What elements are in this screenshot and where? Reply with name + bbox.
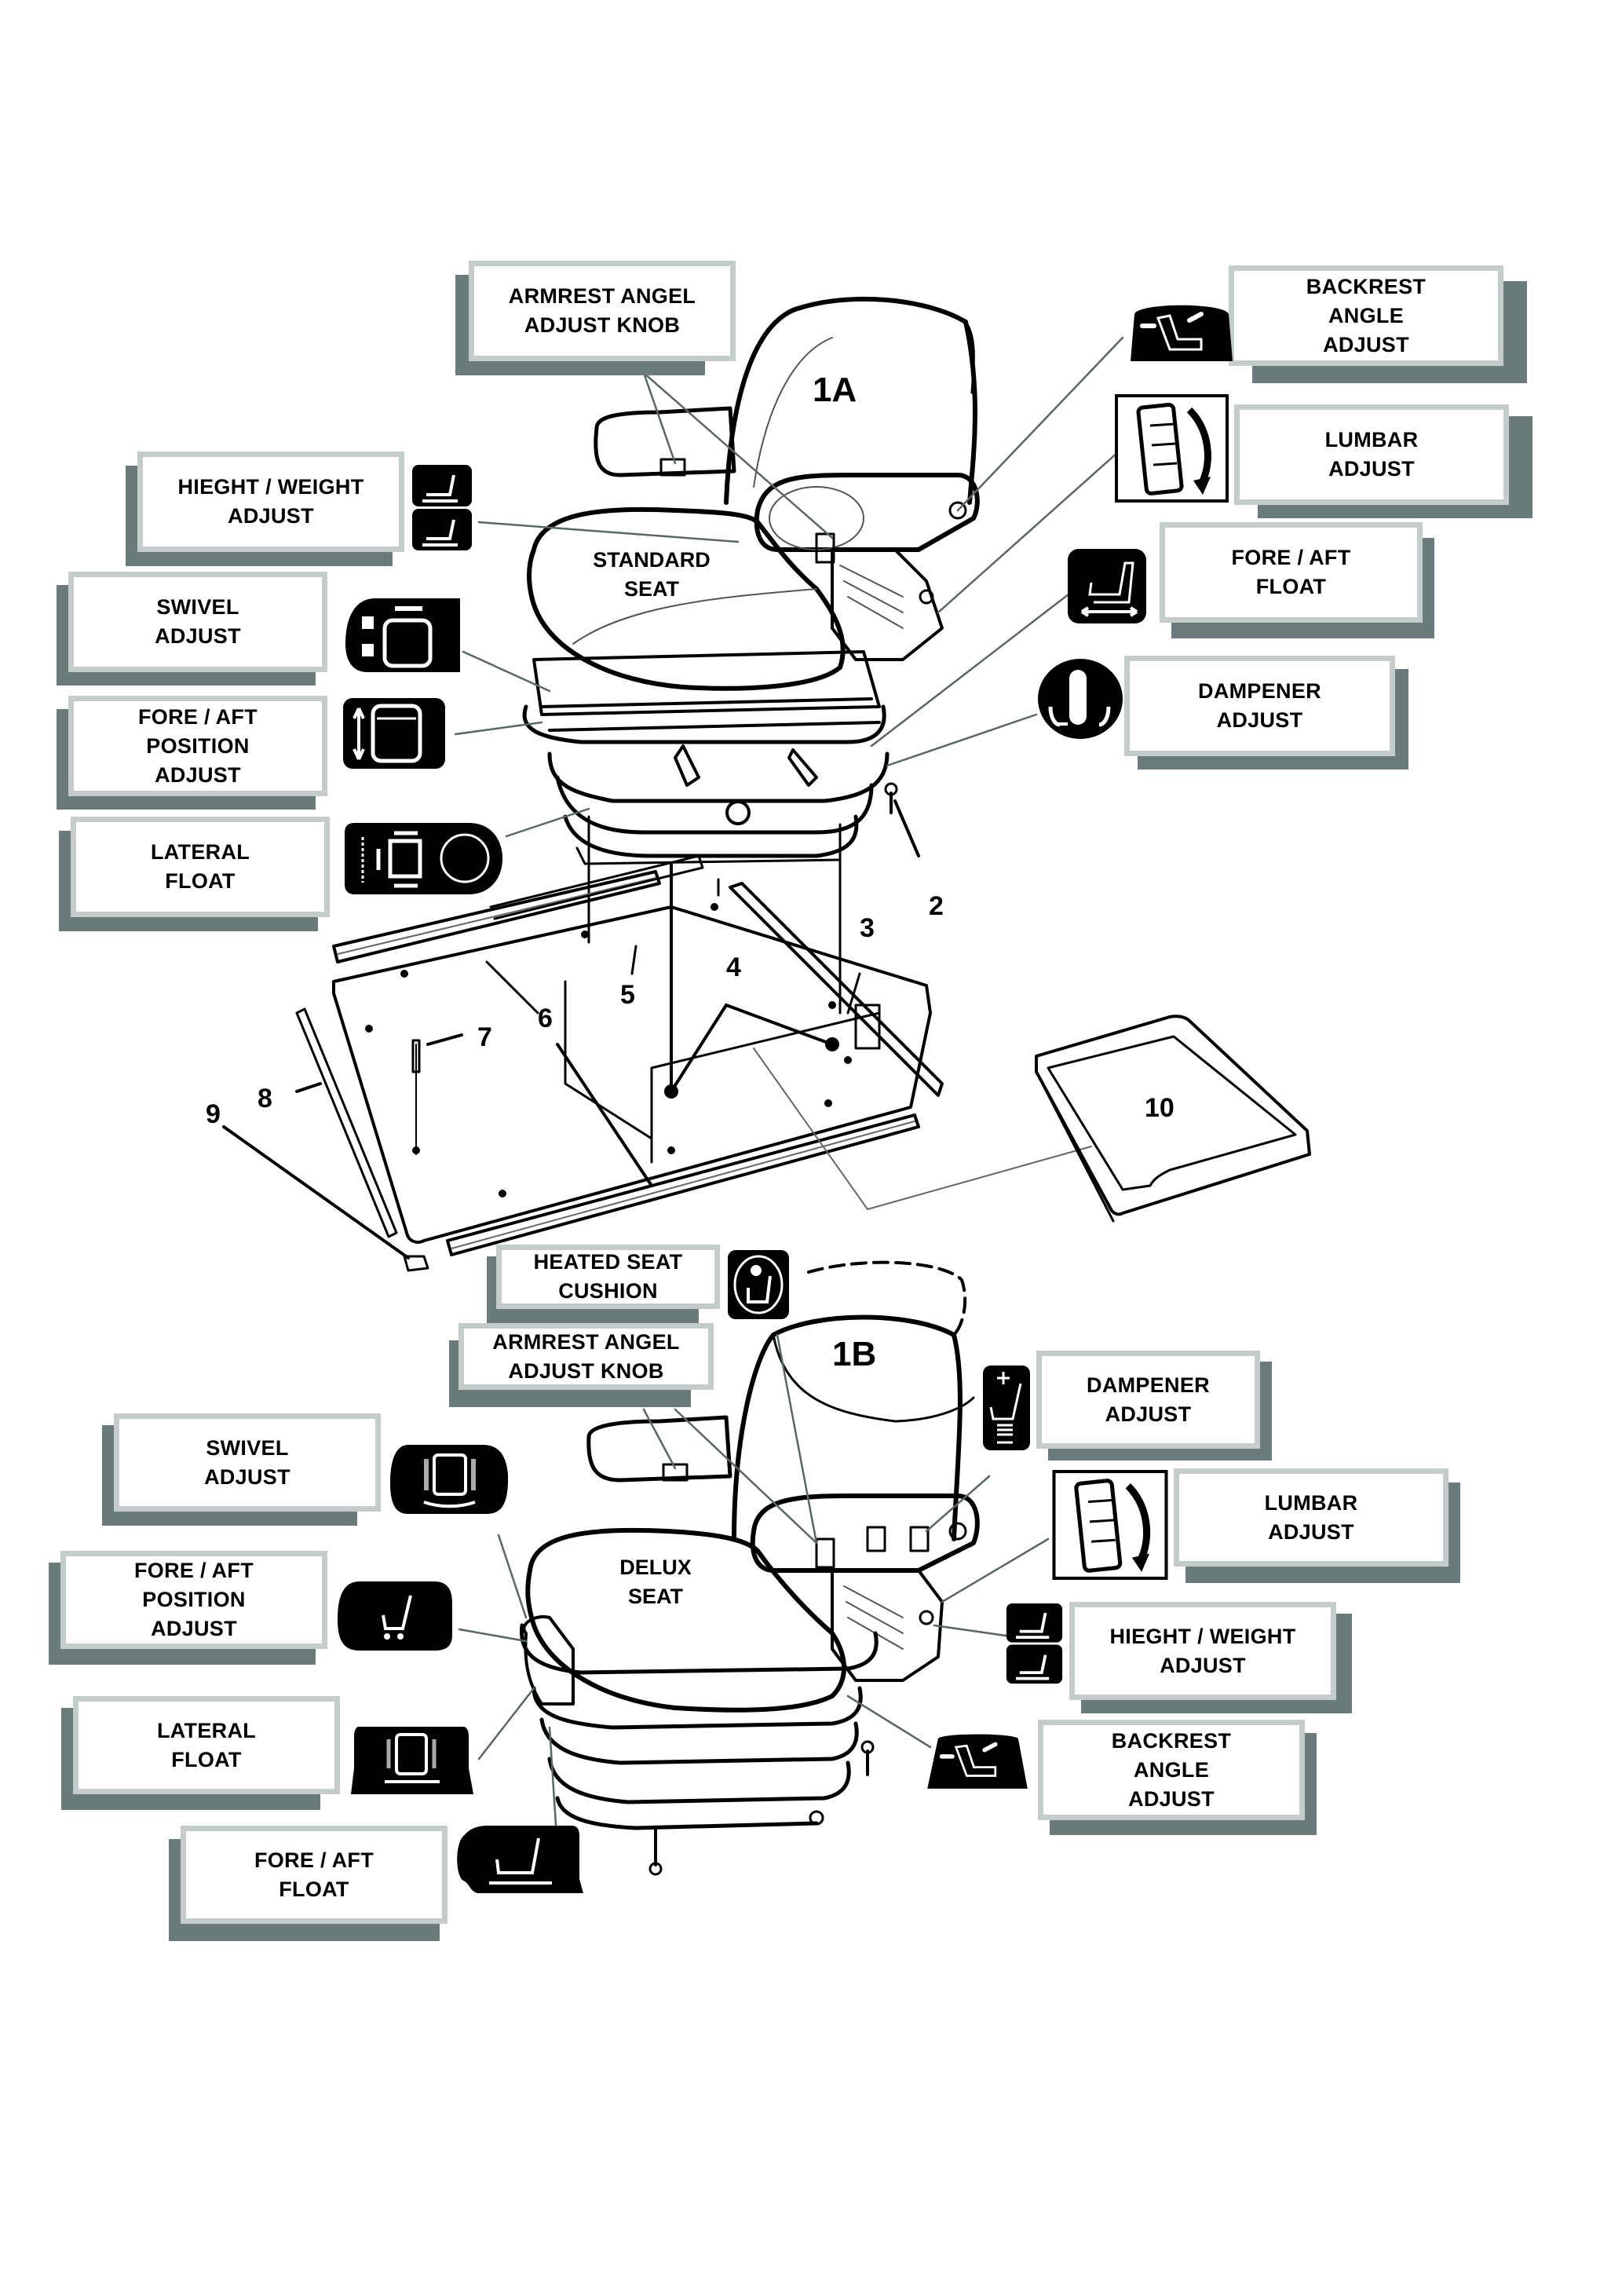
callout-1b-lateral-float: LATERAL FLOAT bbox=[61, 1696, 344, 1814]
storage-tray-drawing bbox=[1035, 1015, 1311, 1223]
swivel-seat-icon bbox=[389, 1443, 510, 1519]
mounting-plate-drawing bbox=[222, 799, 1092, 1272]
callout-label: FORE / AFT POSITION ADJUST bbox=[134, 1559, 254, 1640]
part-number-9: 9 bbox=[206, 1099, 221, 1129]
part-number-2: 2 bbox=[929, 891, 944, 921]
callout-label: BACKREST ANGLE ADJUST bbox=[1306, 274, 1427, 356]
lateral-float-icon bbox=[349, 1725, 475, 1800]
callout-1b-height-weight-adjust: HIEGHT / WEIGHT ADJUST bbox=[1069, 1602, 1368, 1720]
callout-1a-lumbar-adjust: LUMBAR ADJUST bbox=[1234, 404, 1532, 522]
seat-type-delux: DELUX SEAT bbox=[619, 1556, 692, 1608]
lumbar-knob-icon bbox=[1048, 1470, 1172, 1585]
callout-label: SWIVEL ADJUST bbox=[204, 1435, 290, 1489]
callout-label: LATERAL FLOAT bbox=[156, 1718, 257, 1771]
callout-1a-armrest-angle-adjust-knob: ARMREST ANGEL ADJUST KNOB bbox=[455, 261, 738, 377]
callout-label: DAMPENER ADJUST bbox=[1087, 1373, 1210, 1426]
callout-1b-armrest-angle-adjust-knob: ARMREST ANGEL ADJUST KNOB bbox=[449, 1323, 724, 1409]
seat-1a-drawing bbox=[522, 296, 980, 1093]
callout-1b-swivel-adjust: SWIVEL ADJUST bbox=[102, 1413, 385, 1531]
callout-label: ARMREST ANGEL ADJUST KNOB bbox=[508, 284, 696, 337]
seat-1b-drawing bbox=[519, 1260, 980, 1876]
callout-label: DAMPENER ADJUST bbox=[1198, 679, 1321, 732]
part-number-5: 5 bbox=[620, 980, 635, 1010]
callout-1a-fore-aft-float: FORE / AFT FLOAT bbox=[1160, 522, 1442, 640]
heated-seat-icon bbox=[726, 1249, 791, 1325]
callout-label: LUMBAR ADJUST bbox=[1264, 1490, 1358, 1544]
backrest-recline-icon bbox=[922, 1731, 1032, 1800]
dampener-plus-minus-icon bbox=[981, 1364, 1032, 1456]
height-weight-icon bbox=[1005, 1602, 1064, 1691]
callout-label: HEATED SEAT CUSHION bbox=[533, 1250, 683, 1303]
callout-1b-lumbar-adjust: LUMBAR ADJUST bbox=[1174, 1468, 1472, 1586]
callout-label: HIEGHT / WEIGHT ADJUST bbox=[177, 475, 364, 528]
callout-label: BACKREST ANGLE ADJUST bbox=[1111, 1728, 1232, 1811]
callout-1b-fore-aft-position-adjust: FORE / AFT POSITION ADJUST bbox=[49, 1551, 331, 1669]
fore-aft-position-icon bbox=[342, 696, 448, 775]
callout-1a-lateral-float: LATERAL FLOAT bbox=[59, 817, 342, 934]
callout-1b-heated-seat-cushion: HEATED SEAT CUSHION bbox=[487, 1245, 722, 1327]
dampener-dial-icon bbox=[1036, 658, 1124, 744]
lateral-float-icon bbox=[343, 821, 504, 900]
figure-label-1a: 1A bbox=[813, 371, 857, 409]
callout-1b-fore-aft-float: FORE / AFT FLOAT bbox=[169, 1826, 451, 1943]
callout-label: FORE / AFT FLOAT bbox=[254, 1848, 374, 1901]
callout-label: ARMREST ANGEL ADJUST KNOB bbox=[492, 1329, 680, 1383]
lumbar-knob-icon bbox=[1115, 394, 1229, 508]
callout-label: LATERAL FLOAT bbox=[150, 840, 250, 893]
fore-aft-float-icon bbox=[454, 1824, 583, 1899]
figure-label-1b: 1B bbox=[832, 1335, 877, 1373]
callout-label: FORE / AFT POSITION ADJUST bbox=[138, 704, 258, 787]
callout-1b-backrest-angle-adjust: BACKREST ANGLE ADJUST bbox=[1038, 1720, 1321, 1845]
callout-label: SWIVEL ADJUST bbox=[155, 595, 241, 648]
seat-type-standard: STANDARD SEAT bbox=[593, 548, 711, 601]
callout-1a-swivel-adjust: SWIVEL ADJUST bbox=[57, 572, 339, 689]
callout-1a-dampener-adjust: DAMPENER ADJUST bbox=[1124, 656, 1411, 773]
part-number-3: 3 bbox=[860, 913, 875, 943]
callout-1a-backrest-angle-adjust: BACKREST ANGLE ADJUST bbox=[1229, 265, 1527, 383]
height-weight-icon bbox=[411, 463, 473, 558]
fore-aft-position-icon bbox=[336, 1580, 454, 1656]
swivel-lock-icon bbox=[344, 597, 462, 678]
callout-label: HIEGHT / WEIGHT ADJUST bbox=[1109, 1624, 1296, 1677]
callout-1b-dampener-adjust: DAMPENER ADJUST bbox=[1036, 1351, 1335, 1468]
part-number-10: 10 bbox=[1145, 1093, 1174, 1123]
part-number-7: 7 bbox=[477, 1022, 492, 1052]
backrest-recline-icon bbox=[1123, 298, 1240, 373]
part-number-8: 8 bbox=[258, 1084, 272, 1113]
callout-1a-fore-aft-position-adjust: FORE / AFT POSITION ADJUST bbox=[57, 696, 339, 813]
part-number-4: 4 bbox=[726, 952, 741, 982]
callout-label: LUMBAR ADJUST bbox=[1324, 428, 1419, 481]
callout-1a-height-weight-adjust: HIEGHT / WEIGHT ADJUST bbox=[126, 452, 408, 569]
part-number-6: 6 bbox=[538, 1004, 553, 1033]
fore-aft-float-icon bbox=[1066, 547, 1149, 630]
callout-label: FORE / AFT FLOAT bbox=[1231, 546, 1351, 598]
